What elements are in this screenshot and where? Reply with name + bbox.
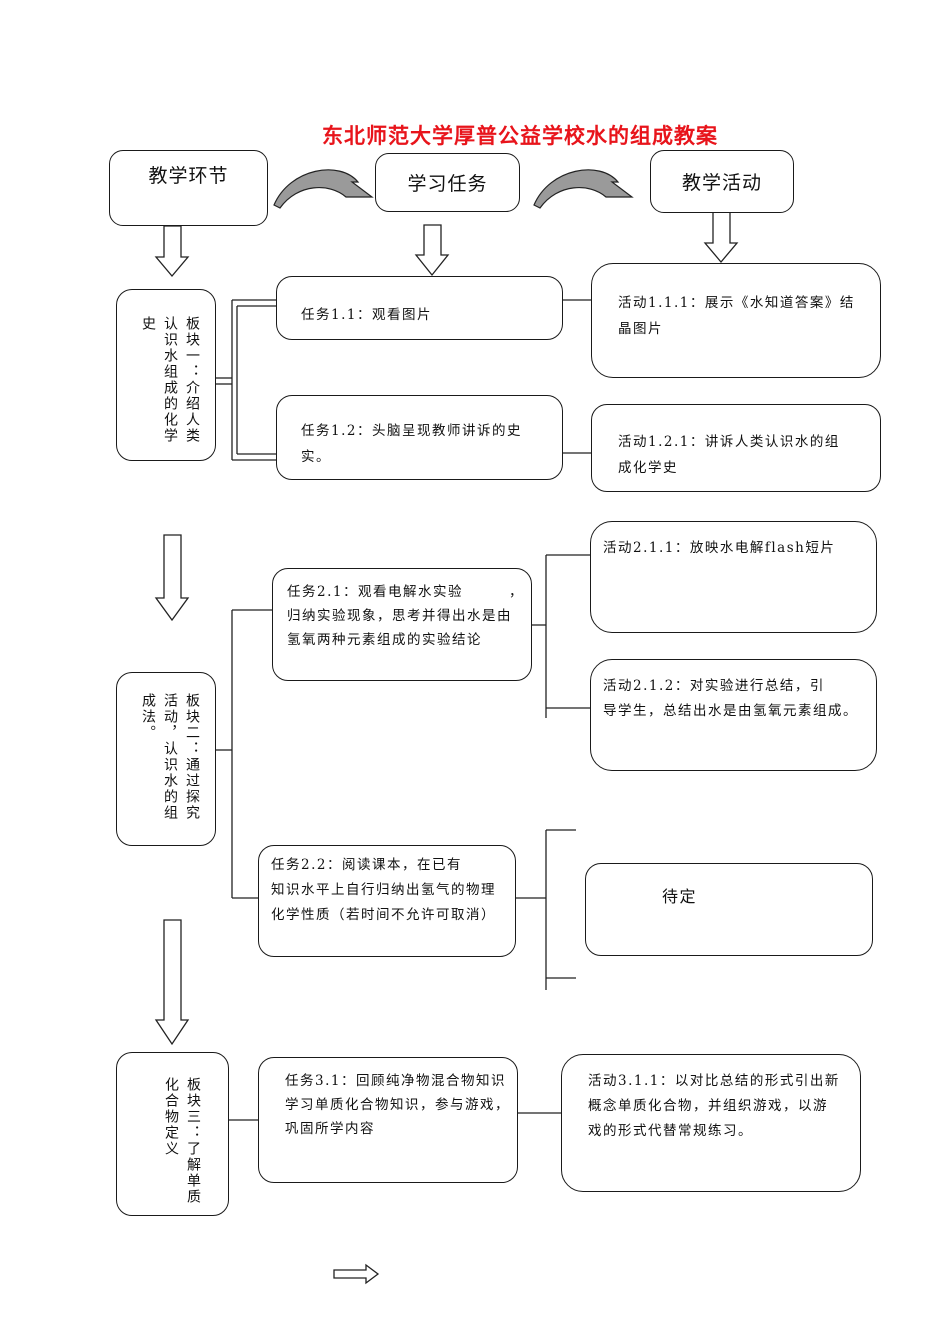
down-arrow-module1-2 (154, 534, 190, 622)
activity-1-2-1-text: 活动1.2.1：讲诉人类认识水的组成化学史 (618, 434, 840, 476)
task-1-1-text: 任务1.1：观看图片 (301, 307, 432, 323)
module3-label: 板块三：了解单质化合物定义 (116, 1052, 229, 1216)
header-teaching-stage: 教学环节 (109, 150, 268, 226)
header-learning-task: 学习任务 (375, 153, 520, 212)
right-arrow-bottom (333, 1263, 380, 1285)
pending-box: 待定 (585, 863, 873, 956)
connector-module1 (216, 299, 591, 461)
pending-text: 待定 (662, 887, 698, 906)
task-2-1-box: 任务2.1：观看电解水实验 ， 归纳实验现象，思考并得出水是由 氢氧两种元素组成… (272, 568, 532, 681)
activity-2-1-1-box: 活动2.1.1：放映水电解flash短片 (590, 521, 877, 633)
activity-3-1-1-box: 活动3.1.1：以对比总结的形式引出新 概念单质化合物，并组织游戏，以游 戏的形… (561, 1054, 861, 1192)
curved-arrow-1 (273, 169, 374, 209)
task-1-1-box: 任务1.1：观看图片 (276, 276, 563, 340)
task-3-1-line1: 任务3.1：回顾纯净物混合物知识 (285, 1073, 506, 1089)
down-arrow-col3 (703, 211, 739, 264)
module1-label: 板块一：介绍人类认识水组成的化学史 (116, 289, 216, 461)
down-arrow-module2-3 (154, 919, 190, 1046)
activity-1-1-1-box: 活动1.1.1：展示《水知道答案》结晶图片 (591, 263, 881, 378)
task-2-2-line1: 任务2.2：阅读课本，在已有 (271, 857, 462, 873)
curved-arrow-2 (533, 169, 634, 209)
task-3-1-line3: 巩固所学内容 (285, 1121, 375, 1137)
activity-1-1-1-text: 活动1.1.1：展示《水知道答案》结晶图片 (618, 295, 855, 337)
activity-2-1-2-line2: 导学生，总结出水是由氢氧元素组成。 (603, 703, 858, 719)
task-2-1-comma: ， (509, 584, 524, 600)
activity-3-1-1-line3: 戏的形式代替常规练习。 (588, 1123, 753, 1139)
task-2-1-line1: 任务2.1：观看电解水实验 (287, 584, 463, 600)
task-3-1-box: 任务3.1：回顾纯净物混合物知识 学习单质化合物知识，参与游戏， 巩固所学内容 (258, 1057, 518, 1183)
activity-1-2-1-box: 活动1.2.1：讲诉人类认识水的组成化学史 (591, 404, 881, 492)
header-teaching-activity: 教学活动 (650, 150, 794, 213)
task-3-1-line2: 学习单质化合物知识，参与游戏， (285, 1097, 510, 1113)
task-2-1-line2: 归纳实验现象，思考并得出水是由 (287, 608, 512, 624)
module2-label: 板块二：通过探究活动，认识水的组成法。 (116, 672, 216, 846)
connector-module3 (229, 1112, 561, 1121)
task-2-1-line3: 氢氧两种元素组成的实验结论 (287, 632, 482, 648)
activity-3-1-1-line1: 活动3.1.1：以对比总结的形式引出新 (588, 1073, 840, 1089)
page-title: 东北师范大学厚普公益学校水的组成教案 (322, 123, 718, 148)
activity-3-1-1-line2: 概念单质化合物，并组织游戏，以游 (588, 1098, 828, 1114)
activity-2-1-2-box: 活动2.1.2：对实验进行总结，引 导学生，总结出水是由氢氧元素组成。 (590, 659, 877, 771)
down-arrow-col1 (154, 225, 190, 278)
task-1-2-text: 任务1.2：头脑呈现教师讲诉的史实。 (301, 423, 522, 465)
task-2-2-box: 任务2.2：阅读课本，在已有 知识水平上自行归纳出氢气的物理 化学性质（若时间不… (258, 845, 516, 957)
activity-2-1-2-line1: 活动2.1.2：对实验进行总结，引 (603, 678, 825, 694)
down-arrow-col2 (414, 224, 450, 277)
connector-module2 (216, 554, 590, 990)
task-1-2-box: 任务1.2：头脑呈现教师讲诉的史实。 (276, 395, 563, 480)
task-2-2-line3: 化学性质（若时间不允许可取消） (271, 907, 496, 923)
activity-2-1-1-text: 活动2.1.1：放映水电解flash短片 (603, 540, 836, 556)
task-2-2-line2: 知识水平上自行归纳出氢气的物理 (271, 882, 496, 898)
